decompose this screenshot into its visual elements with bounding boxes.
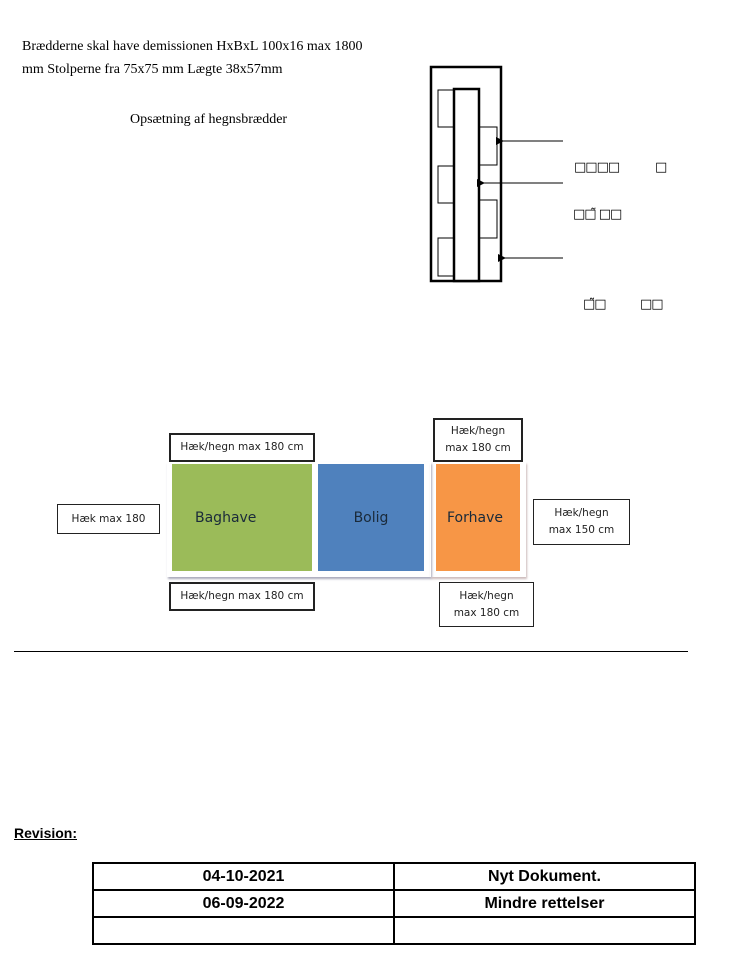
label-left: Hæk max 180 <box>57 504 160 534</box>
label-top-right: Hæk/hegn max 180 cm <box>433 418 523 462</box>
fence-label-1a: □□□□ <box>574 160 620 175</box>
fence-label-2: □□̃ □□ <box>573 207 622 222</box>
label-bottom-left: Hæk/hegn max 180 cm <box>169 582 315 611</box>
label-line: Hæk/hegn <box>459 589 514 602</box>
revision-date <box>92 916 395 945</box>
fence-diagram <box>429 65 563 283</box>
intro-line-1: Brædderne skal have demissionen HxBxL 10… <box>22 39 363 54</box>
fence-label-3a: □̃□ <box>583 297 607 312</box>
label-line: max 150 cm <box>548 524 615 536</box>
revision-note <box>393 916 696 945</box>
label-line: Hæk/hegn <box>554 507 609 519</box>
revision-date: 06-09-2022 <box>92 889 395 918</box>
revision-note: Mindre rettelser <box>393 889 696 918</box>
zone-bolig: Bolig <box>318 464 424 571</box>
board <box>437 89 455 128</box>
fence-label-1b: □ <box>655 160 667 175</box>
intro-text: Brædderne skal have demissionen HxBxL 10… <box>22 35 362 81</box>
intro-line-2: mm Stolperne fra 75x75 mm Lægte 38x57mm <box>22 62 283 77</box>
revision-date: 04-10-2021 <box>92 862 395 891</box>
label-line: max 180 cm <box>445 442 511 454</box>
label-line: Hæk/hegn <box>450 425 506 437</box>
zone-forhave: Forhave <box>436 464 520 571</box>
revision-note: Nyt Dokument. <box>393 862 696 891</box>
board <box>437 165 455 204</box>
board <box>437 237 455 277</box>
revision-title: Revision: <box>14 825 78 841</box>
table-row <box>92 916 696 945</box>
fence-label-3b: □□ <box>640 297 664 312</box>
label-line: max 180 cm <box>453 606 520 619</box>
label-bottom-right: Hæk/hegn max 180 cm <box>439 582 534 627</box>
board <box>478 199 498 239</box>
label-top-left: Hæk/hegn max 180 cm <box>169 433 315 462</box>
divider <box>14 651 688 652</box>
board <box>478 126 498 166</box>
label-right: Hæk/hegn max 150 cm <box>533 499 630 545</box>
subtitle: Opsætning af hegnsbrædder <box>130 112 288 127</box>
post <box>452 87 481 283</box>
zone-baghave: Baghave <box>172 464 312 571</box>
